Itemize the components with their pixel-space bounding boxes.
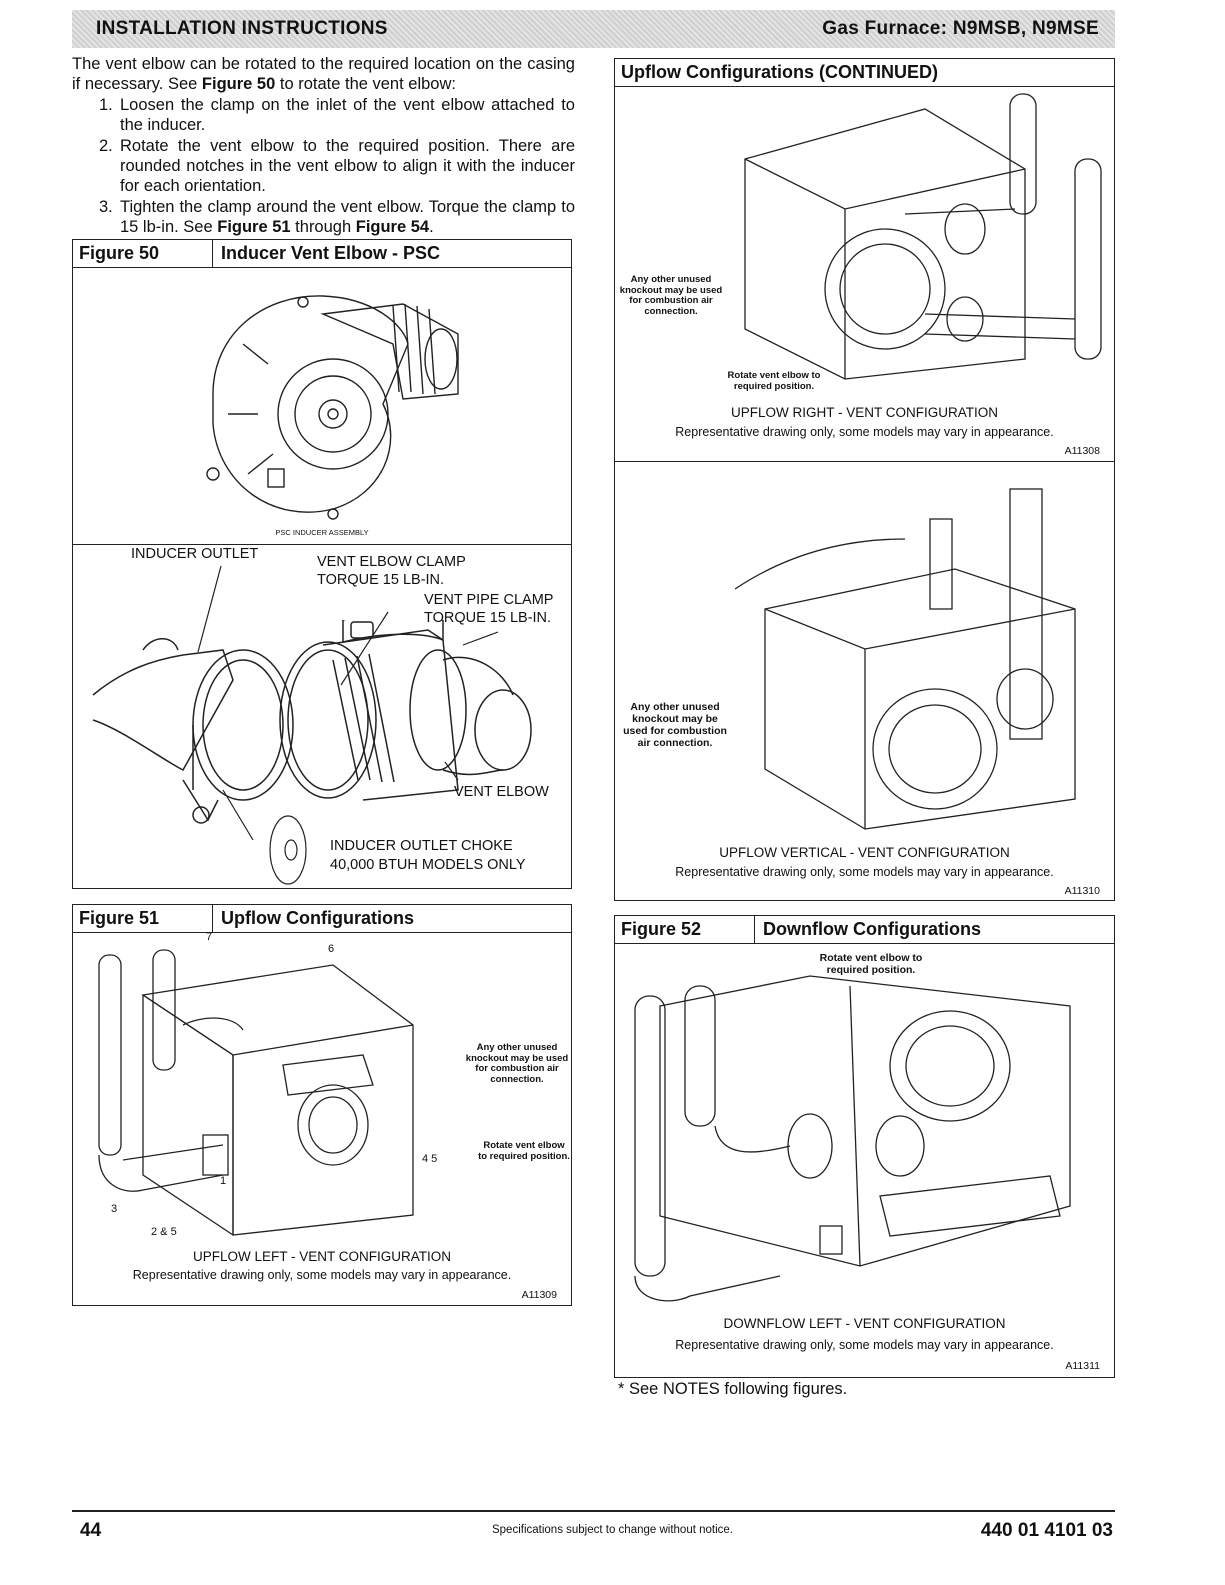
figure-subcaption: Representative drawing only, some models… xyxy=(675,1338,1054,1352)
drawing-code: A11309 xyxy=(521,1289,557,1301)
drawing-code-right: A11308 xyxy=(1064,445,1100,457)
upflow-vertical-drawing xyxy=(735,469,1105,839)
document-number: 440 01 4101 03 xyxy=(980,1520,1113,1541)
intro-paragraph: The vent elbow can be rotated to the req… xyxy=(72,55,575,94)
outlet-choke-drawing xyxy=(263,810,313,890)
figure-51: Figure 51 Upflow Configurations Any othe… xyxy=(72,904,572,1306)
mark-1: 1 xyxy=(220,1175,227,1187)
figure-divider xyxy=(615,461,1114,462)
mark-6: 6 xyxy=(328,943,335,955)
step-3: 3.Tighten the clamp around the vent elbo… xyxy=(99,197,575,237)
vent-elbow-label: VENT ELBOW xyxy=(454,784,549,800)
step-2: 2.Rotate the vent elbow to the required … xyxy=(99,136,575,196)
vent-pipe-clamp-label: VENT PIPE CLAMP xyxy=(424,592,554,608)
figure-51-link[interactable]: Figure 51 xyxy=(217,218,291,237)
footer-rule xyxy=(72,1510,1115,1512)
inducer-assembly-drawing xyxy=(173,274,473,534)
mark-45: 4 5 xyxy=(422,1153,438,1165)
figure-title: Upflow Configurations (CONTINUED) xyxy=(621,62,938,82)
figure-51-header: Figure 51 Upflow Configurations xyxy=(73,905,571,933)
torque-label-1: TORQUE 15 LB-IN. xyxy=(317,572,445,588)
figure-subcaption: Representative drawing only, some models… xyxy=(132,1268,512,1282)
upflow-continued-figure: Upflow Configurations (CONTINUED) Any ot… xyxy=(614,58,1115,901)
figure-divider xyxy=(73,544,571,545)
figure-caption: UPFLOW LEFT - VENT CONFIGURATION xyxy=(192,1249,452,1264)
rotate-elbow-note: Rotate vent elbow to required position. xyxy=(819,952,923,976)
vent-elbow-clamp-label: VENT ELBOW CLAMP xyxy=(317,554,466,570)
mark-7: 7 xyxy=(206,931,213,943)
figure-50: Figure 50 Inducer Vent Elbow - PSC PSC I… xyxy=(72,239,572,889)
figure-number: Figure 51 xyxy=(73,905,213,932)
figure-52-header: Figure 52 Downflow Configurations xyxy=(615,916,1114,944)
figure-54-link[interactable]: Figure 54 xyxy=(355,218,430,237)
figure-title: Inducer Vent Elbow - PSC xyxy=(221,243,441,263)
drawing-code: A11311 xyxy=(1065,1360,1100,1372)
figure-caption: DOWNFLOW LEFT - VENT CONFIGURATION xyxy=(723,1316,1006,1331)
page-header: INSTALLATION INSTRUCTIONS Gas Furnace: N… xyxy=(72,10,1115,48)
caption-vertical: UPFLOW VERTICAL - VENT CONFIGURATION xyxy=(719,845,1010,860)
choke-label-2: 40,000 BTUH MODELS ONLY xyxy=(330,857,526,873)
vent-elbow-exploded-drawing xyxy=(83,620,553,870)
figure-52: Figure 52 Downflow Configurations Rotate… xyxy=(614,915,1115,1378)
inducer-outlet-label: INDUCER OUTLET xyxy=(131,546,259,562)
torque-label-2: TORQUE 15 LB-IN. xyxy=(424,610,552,626)
step-1: 1.Loosen the clamp on the inlet of the v… xyxy=(99,95,575,135)
upflow-right-drawing xyxy=(725,89,1105,389)
figure-number: Figure 52 xyxy=(615,916,755,943)
header-product-title: Gas Furnace: N9MSB, N9MSE xyxy=(822,18,1099,39)
choke-label-1: INDUCER OUTLET CHOKE xyxy=(330,838,513,854)
footer-disclaimer: Specifications subject to change without… xyxy=(491,1524,733,1536)
upflow-left-drawing xyxy=(83,935,423,1245)
subcaption-right: Representative drawing only, some models… xyxy=(675,425,1054,439)
caption-right: UPFLOW RIGHT - VENT CONFIGURATION xyxy=(730,405,998,420)
rotate-elbow-note: Rotate vent elbow to required position. xyxy=(478,1140,570,1162)
intro-text: The vent elbow can be rotated to the req… xyxy=(72,54,575,238)
header-section-title: INSTALLATION INSTRUCTIONS xyxy=(96,18,388,39)
page-number: 44 xyxy=(80,1520,102,1541)
subcaption-vertical: Representative drawing only, some models… xyxy=(675,865,1054,879)
drawing-code-vertical: A11310 xyxy=(1064,885,1100,897)
upflow-continued-header: Upflow Configurations (CONTINUED) xyxy=(615,59,1114,87)
knockout-note-right: Any other unused knockout may be used fo… xyxy=(619,274,723,317)
callout-leaders xyxy=(197,565,499,841)
steps-list: 1.Loosen the clamp on the inlet of the v… xyxy=(72,95,575,238)
figure-title: Downflow Configurations xyxy=(763,919,981,939)
assembly-label: PSC INDUCER ASSEMBLY xyxy=(275,528,369,537)
notes-reference: * See NOTES following figures. xyxy=(618,1380,848,1398)
downflow-left-drawing xyxy=(630,956,1100,1306)
figure-number: Figure 50 xyxy=(73,240,213,267)
knockout-note: Any other unused knockout may be used fo… xyxy=(465,1042,569,1085)
mark-25: 2 & 5 xyxy=(151,1226,177,1238)
figure-title: Upflow Configurations xyxy=(221,908,414,928)
figure-50-header: Figure 50 Inducer Vent Elbow - PSC xyxy=(73,240,571,268)
mark-3: 3 xyxy=(111,1203,118,1215)
knockout-note-vertical: Any other unused knockout may be used fo… xyxy=(623,701,727,749)
figure-50-link[interactable]: Figure 50 xyxy=(201,75,276,94)
rotate-elbow-note-right: Rotate vent elbow to required position. xyxy=(727,370,821,392)
